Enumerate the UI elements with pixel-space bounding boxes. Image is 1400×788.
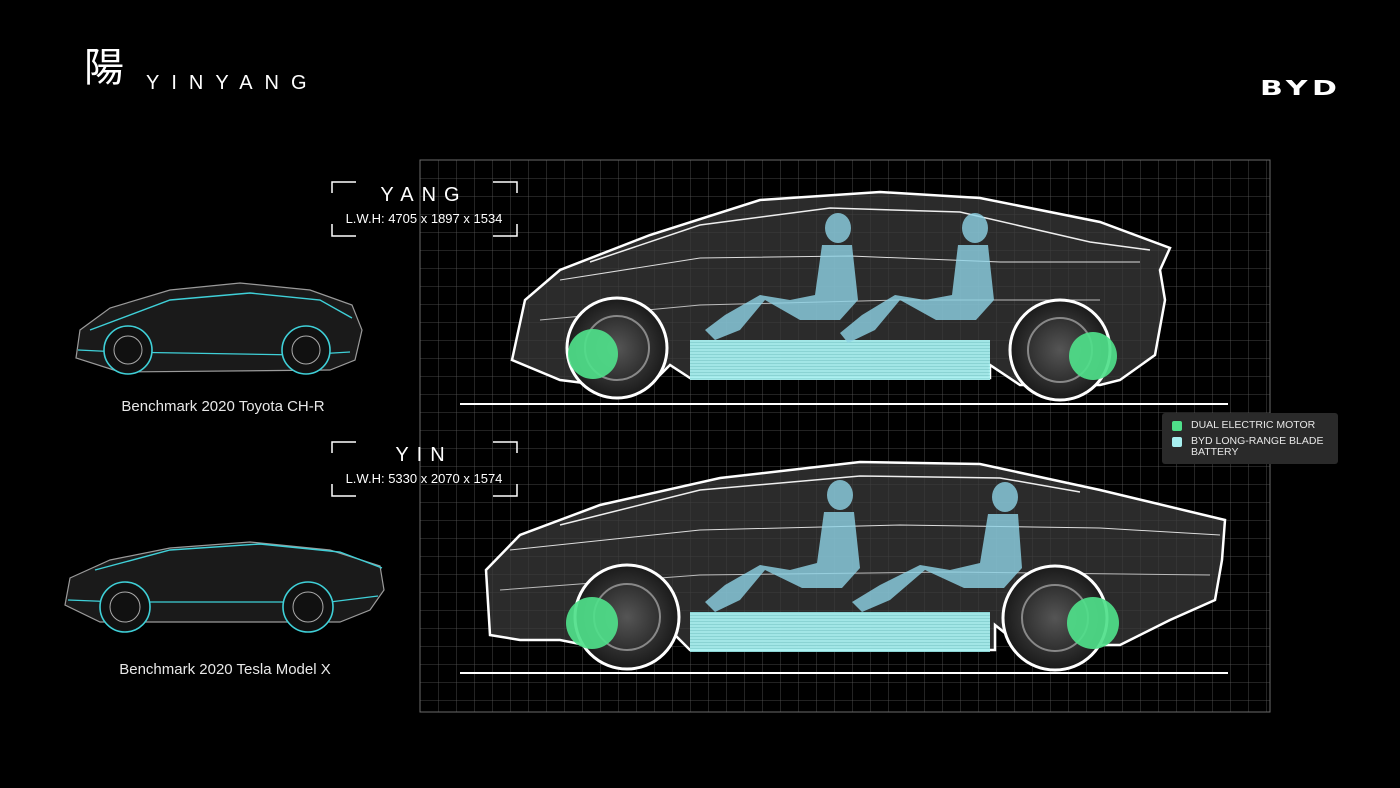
legend-box: DUAL ELECTRIC MOTOR BYD LONG-RANGE BLADE… [1162,413,1338,464]
logo-wordmark: YINYANG [146,72,319,94]
battery-swatch [1172,437,1182,447]
legend-motor-label: DUAL ELECTRIC MOTOR [1191,419,1316,431]
yin-car [460,460,1228,674]
legend-battery-label: BYD LONG-RANGE BLADE BATTERY [1191,435,1324,458]
yang-rear-motor [1069,332,1117,380]
benchmark-toyota-sketch [75,282,363,375]
brand-logo: BYD [1260,76,1342,100]
benchmark-toyota-label: Benchmark 2020 Toyota CH-R [121,398,325,415]
yin-dimensions: L.W.H: 5330 x 2070 x 1574 [345,471,503,486]
benchmark-tesla-sketch [64,541,385,633]
motor-swatch [1172,421,1182,431]
yang-title: YANG [380,184,468,206]
yin-battery [690,612,990,652]
yin-rear-motor [1067,597,1119,649]
yin-occupants [705,480,1022,612]
yang-occupants [705,213,994,343]
yang-battery [690,340,990,380]
yin-front-motor [566,597,618,649]
yang-label-frame [331,181,518,237]
yang-dimensions: L.W.H: 4705 x 1897 x 1534 [345,211,503,226]
yang-car [460,190,1228,405]
benchmark-tesla-label: Benchmark 2020 Tesla Model X [119,661,331,678]
yin-label-frame [331,441,518,497]
yin-title: YIN [395,444,453,466]
logo-character: 陽 [84,45,124,91]
yang-front-motor [568,329,618,379]
